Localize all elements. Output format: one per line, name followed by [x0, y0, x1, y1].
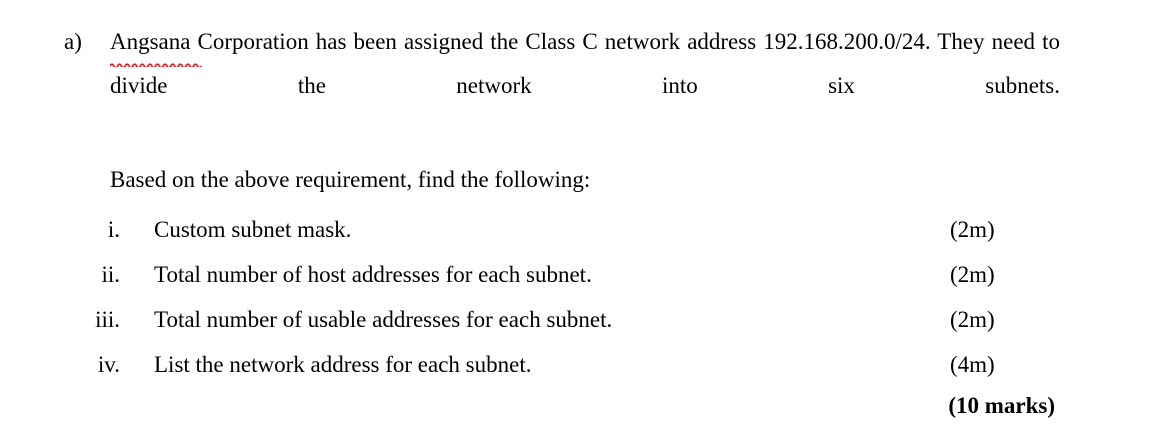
list-item-text: List the network address for each subnet…	[154, 352, 532, 377]
list-item-marks: (2m)	[950, 262, 995, 287]
question-body: Angsana Corporation has been assigned th…	[110, 20, 1060, 152]
list-item-numeral: iv.	[97, 352, 120, 377]
misspelled-word: Angsana	[110, 20, 202, 67]
question-paragraph: Angsana Corporation has been assigned th…	[110, 20, 1060, 152]
list-item: iii. Total number of usable addresses fo…	[64, 297, 1060, 342]
intro-line: Based on the above requirement, find the…	[110, 167, 591, 192]
misspelled-word-text: Angsana	[110, 29, 191, 54]
list-item-marks: (2m)	[950, 217, 995, 242]
list-item-numeral: iii.	[95, 307, 120, 332]
list-item-marks: (4m)	[950, 352, 995, 377]
list-item-marks: (2m)	[950, 307, 995, 332]
sub-question-list: i. Custom subnet mask. (2m) ii. Total nu…	[64, 207, 1060, 387]
question-paragraph-rest: Corporation has been assigned the Class …	[110, 29, 1060, 98]
list-item-numeral: ii.	[101, 262, 120, 287]
list-item: ii. Total number of host addresses for e…	[64, 252, 1060, 297]
list-item-numeral: i.	[107, 217, 120, 242]
spellcheck-squiggle-icon	[110, 63, 202, 67]
list-item-text: Custom subnet mask.	[154, 217, 352, 242]
total-marks: (10 marks)	[948, 393, 1055, 418]
list-item: i. Custom subnet mask. (2m)	[64, 207, 1060, 252]
list-item-text: Total number of usable addresses for eac…	[154, 307, 613, 332]
list-item: iv. List the network address for each su…	[64, 342, 1060, 387]
question-marker: a)	[64, 29, 82, 54]
list-item-text: Total number of host addresses for each …	[154, 262, 592, 287]
question-a-block: a) Angsana Corporation has been assigned…	[64, 20, 1060, 152]
